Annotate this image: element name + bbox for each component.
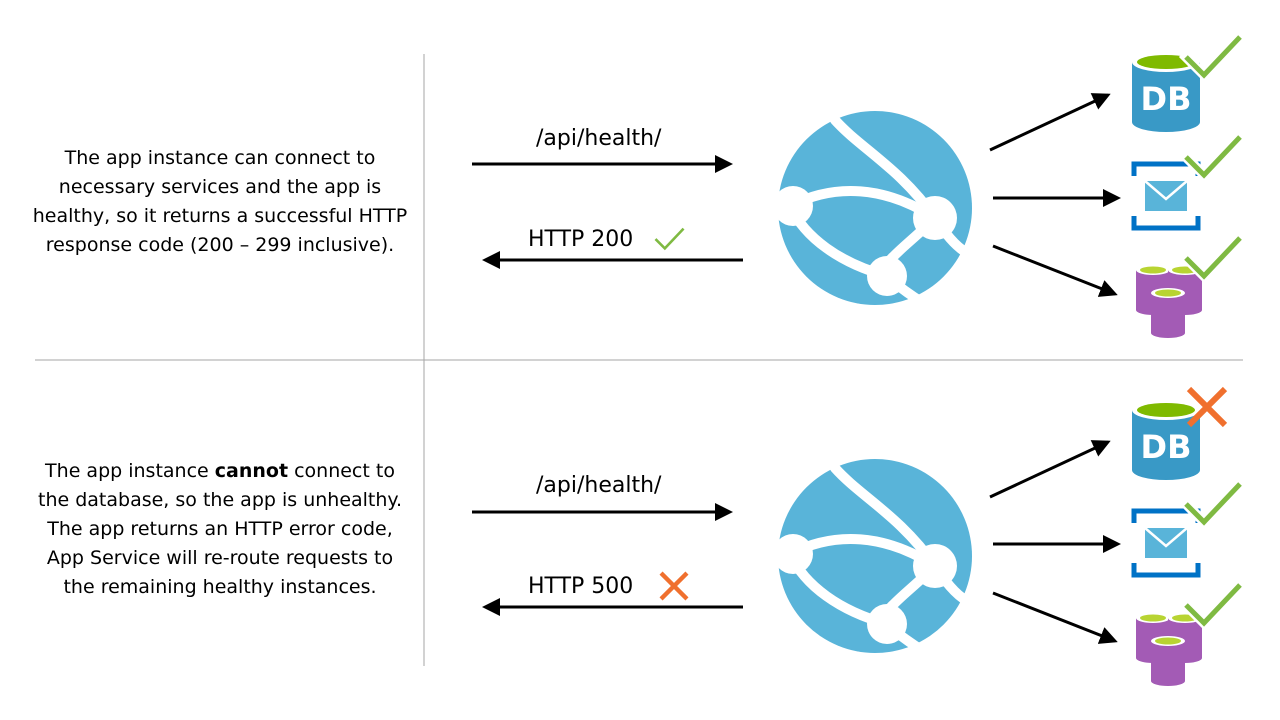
top-arrow-to-database bbox=[989, 93, 1111, 152]
bottom-description: The app instance cannot connect to the d… bbox=[30, 457, 410, 602]
bottom-request-label: /api/health/ bbox=[536, 473, 662, 498]
top-description: The app instance can connect to necessar… bbox=[32, 147, 408, 256]
bottom-description-emphasis: cannot bbox=[214, 460, 289, 482]
queue-icon bbox=[1134, 511, 1198, 575]
database-icon: DB bbox=[1132, 400, 1200, 480]
bottom-description-after: connect to the database, so the app is u… bbox=[38, 460, 402, 598]
top-db-label: DB bbox=[1141, 80, 1192, 118]
top-request-label: /api/health/ bbox=[536, 126, 662, 151]
bottom-db-label: DB bbox=[1141, 428, 1192, 466]
check-icon bbox=[1186, 585, 1240, 623]
bottom-arrow-to-storage bbox=[992, 591, 1118, 644]
top-response-label: HTTP 200 bbox=[528, 227, 634, 252]
check-icon bbox=[1186, 37, 1240, 75]
storage-icon bbox=[1136, 265, 1202, 338]
database-icon: DB bbox=[1132, 52, 1200, 132]
queue-icon bbox=[1134, 164, 1198, 228]
check-icon bbox=[655, 229, 683, 249]
bottom-arrow-to-database bbox=[989, 440, 1111, 499]
app-service-globe-icon bbox=[773, 459, 972, 653]
cross-icon bbox=[661, 573, 687, 599]
check-icon bbox=[1186, 238, 1240, 276]
check-icon bbox=[1186, 484, 1240, 522]
storage-icon bbox=[1136, 613, 1202, 686]
bottom-description-before: The app instance bbox=[45, 460, 215, 482]
top-arrow-to-storage bbox=[992, 244, 1118, 297]
check-icon bbox=[1186, 137, 1240, 175]
bottom-response-label: HTTP 500 bbox=[528, 574, 634, 599]
app-service-globe-icon bbox=[773, 111, 972, 305]
